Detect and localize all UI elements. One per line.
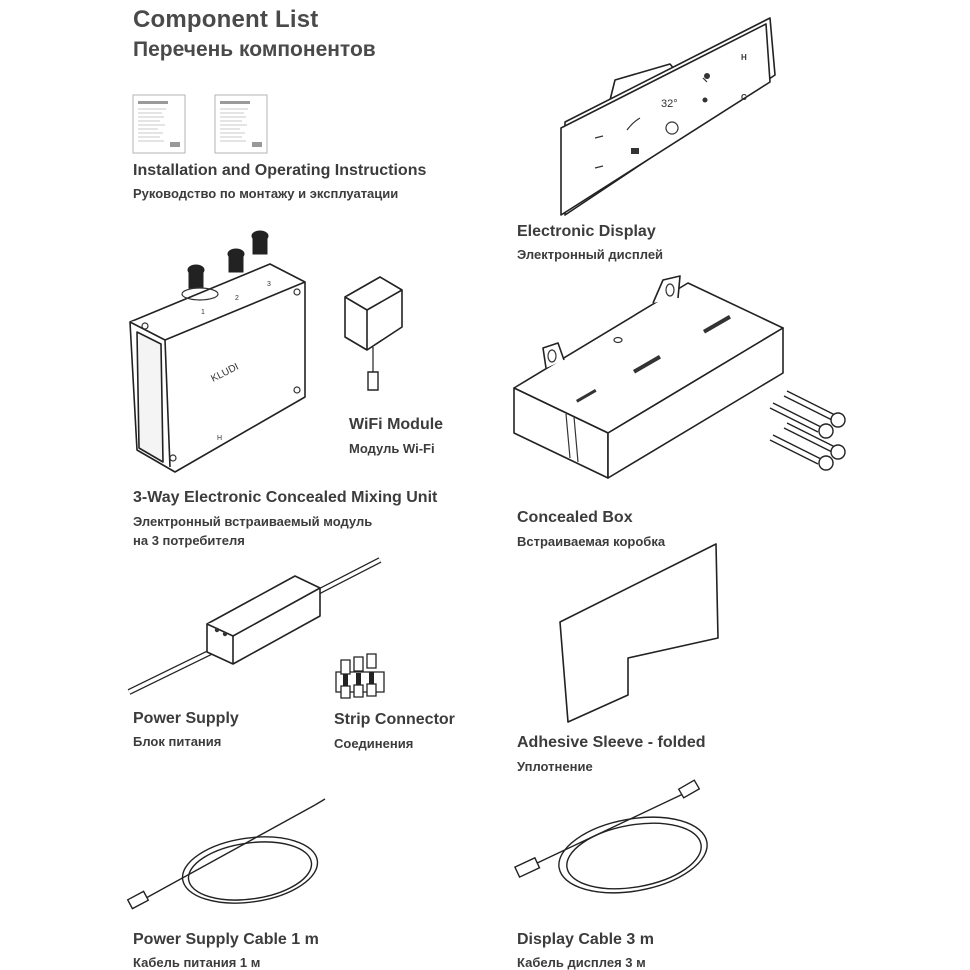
page-title: Component List [133,6,319,33]
display-cable-illustration [508,780,728,905]
display-icons [631,73,710,154]
port-connectors [188,231,268,288]
mixing-unit-label: 3-Way Electronic Concealed Mixing Unit [133,489,438,506]
booklet-icon [215,95,267,153]
strip-connector-label-ru: Соединения [334,736,414,751]
instructions-label: Installation and Operating Instructions [133,162,427,179]
concealed-box-label-ru: Встраиваемая коробка [517,534,666,549]
cable-plug [128,891,149,908]
power-supply-illustration [125,552,385,700]
adhesive-sleeve-illustration [556,540,721,725]
concealed-box-label: Concealed Box [517,509,633,526]
power-supply-label: Power Supply [133,710,239,727]
strip-connector-illustration [332,652,390,702]
cable-plug [679,780,700,798]
wifi-label-ru: Модуль Wi-Fi [349,441,435,456]
concealed-box-illustration [508,268,843,483]
mixing-unit-label-ru-2: на 3 потребителя [133,533,245,548]
display-cable-label: Display Cable 3 m [517,931,654,948]
electronic-display-illustration: 32° H C [555,10,795,215]
power-cable-illustration [125,795,330,915]
display-temperature: 32° [661,98,678,110]
cable-plug [515,858,540,877]
strip-connector-label: Strip Connector [334,711,455,728]
display-label: Electronic Display [517,223,656,240]
display-cable-label-ru: Кабель дисплея 3 м [517,955,646,970]
adhesive-sleeve-label: Adhesive Sleeve - folded [517,734,706,751]
page-title-ru: Перечень компонентов [133,38,376,61]
mixing-unit-illustration: KLUDI 1 2 3 H [125,222,315,477]
power-supply-label-ru: Блок питания [133,734,222,749]
instructions-label-ru: Руководство по монтажу и эксплуатации [133,186,399,201]
screws [770,391,845,470]
display-key-c: C [741,93,747,102]
adhesive-sleeve-label-ru: Уплотнение [517,759,593,774]
mixing-unit-label-ru-1: Электронный встраиваемый модуль [133,514,373,529]
instruction-booklets-illustration [130,92,275,158]
display-key-h: H [741,53,747,62]
wifi-module-illustration [340,272,410,400]
unit-label-h: H [217,435,222,442]
power-cable-label: Power Supply Cable 1 m [133,931,319,948]
port-label-2: 2 [235,295,239,302]
wifi-label: WiFi Module [349,416,444,433]
wifi-connector [368,372,378,390]
port-label-1: 1 [201,309,205,316]
display-label-ru: Электронный дисплей [517,247,664,262]
power-cable-label-ru: Кабель питания 1 м [133,955,261,970]
booklet-icon [133,95,185,153]
port-label-3: 3 [267,281,271,288]
